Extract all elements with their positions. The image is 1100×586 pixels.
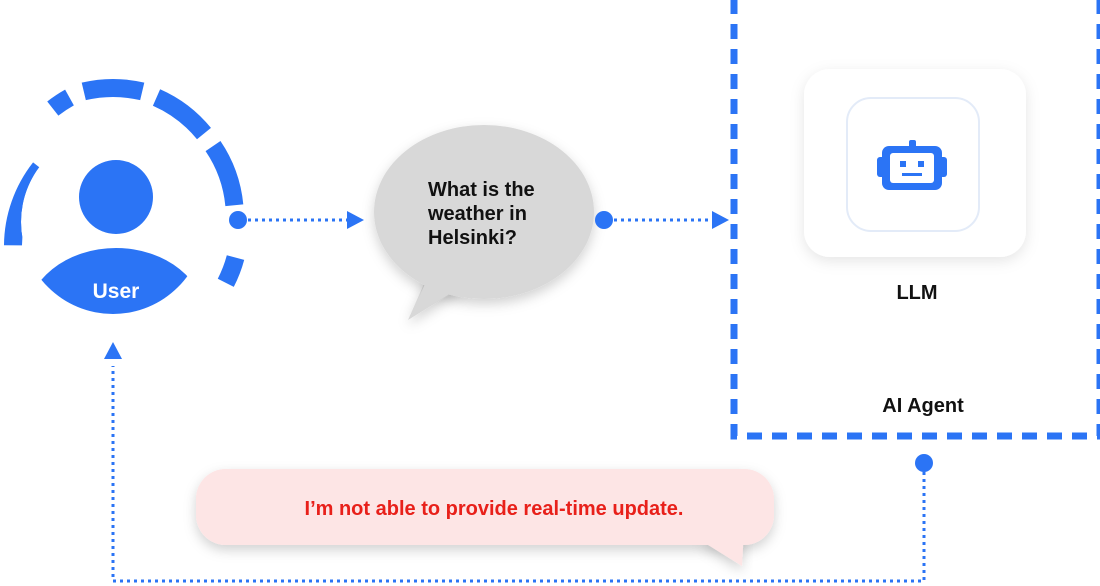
llm-card bbox=[804, 69, 1026, 257]
user-label: User bbox=[93, 280, 140, 303]
query-text: What is the weather in Helsinki? bbox=[427, 179, 540, 249]
response-text: I’m not able to provide real-time update… bbox=[305, 498, 684, 520]
user-node: User bbox=[3, 79, 245, 314]
arrow-user-to-query bbox=[229, 211, 364, 229]
user-body bbox=[26, 248, 205, 314]
query-line-3: Helsinki? bbox=[428, 227, 517, 249]
response-bubble: I’m not able to provide real-time update… bbox=[196, 469, 774, 566]
ai-agent-container: LLM AI Agent bbox=[730, 0, 1100, 440]
ai-agent-label: AI Agent bbox=[882, 395, 964, 417]
robot-icon bbox=[877, 140, 947, 190]
return-path bbox=[104, 342, 933, 583]
query-bubble: What is the weather in Helsinki? bbox=[374, 125, 594, 320]
user-head bbox=[79, 160, 153, 234]
llm-label: LLM bbox=[896, 282, 937, 304]
query-line-1: What is the bbox=[428, 179, 535, 201]
arrow-query-to-agent bbox=[595, 211, 729, 229]
query-line-2: weather in bbox=[427, 203, 527, 225]
